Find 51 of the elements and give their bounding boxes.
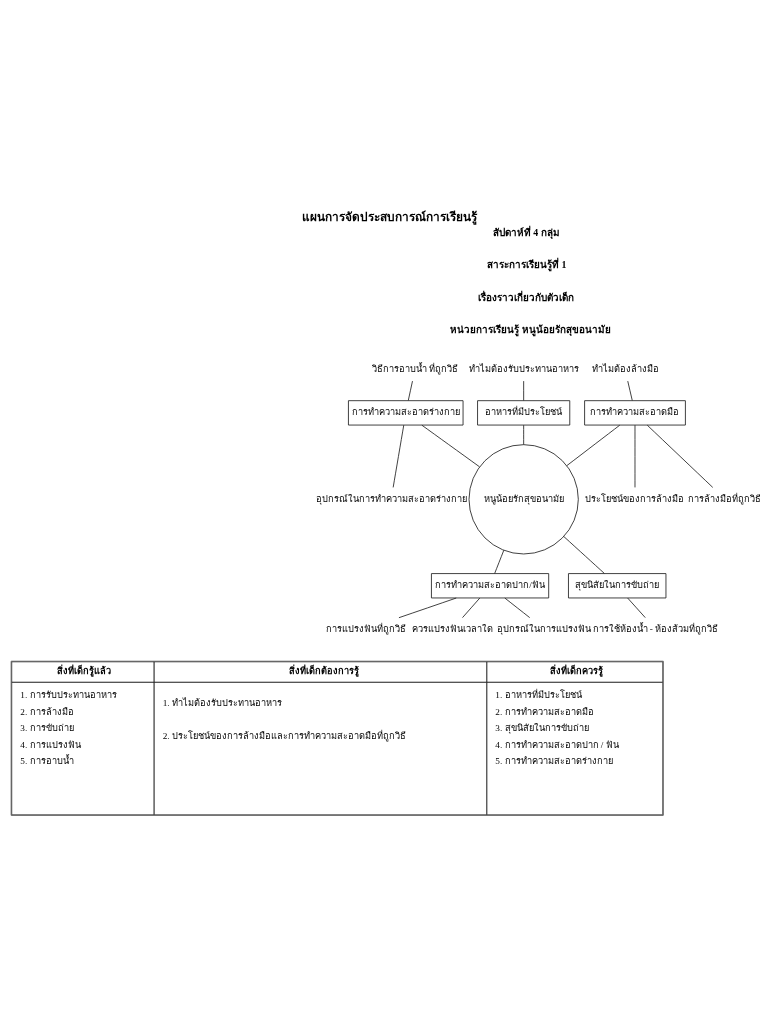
label: 1. การรับประทานอาหาร [20,689,117,700]
diagram-title: แผนการจัดประสบการณ์การเรียนรู้ [301,209,477,224]
label: หน่วยการเรียนรู้ หนูน้อยรักสุขอนามัย [450,323,611,335]
node-text: การใช้ห้องน้ำ - ห้องส้วมที่ถูกวิธี [592,623,719,634]
connector [523,380,525,401]
label: 1. อาหารที่มีประโยชน์ [495,689,582,700]
label: สิ่งที่เด็กรู้แล้ว [57,665,112,676]
connector [421,424,480,467]
node-box: การทำความสะอาดร่างกาย [348,399,464,425]
label: สิ่งที่เด็กต้องการรู้ [288,665,359,676]
connector [627,597,646,618]
node-text: ทำไมต้องล้างมือ [591,363,659,373]
label: 3. การขับถ่าย [20,722,74,733]
label: 5. การอาบน้ำ [20,755,74,766]
node-box: สุขนิสัยในการขับถ่าย [568,572,667,598]
node-text: วิธีการอาบน้ำ ที่ถูกวิธี [371,363,459,373]
connector [634,424,636,488]
label: 3. สุขนิสัยในการขับถ่าย [495,722,589,733]
node-box: การทำความสะอาดปาก/ฟัน [431,572,550,598]
label: 2. การทำความสะอาดมือ [495,706,594,717]
connector [392,424,405,488]
label: 4. การทำความสะอาดปาก / ฟัน [495,739,619,750]
label: 1. ทำไมต้องรับประทานอาหาร [162,697,282,708]
connector [563,535,605,574]
label: สิ่งที่เด็กควรรู้ [549,665,603,676]
label: สาระการเรียนรู้ที่ 1 [487,258,567,270]
connector [627,380,633,401]
node-text: ควรแปรงฟันเวลาใด [412,623,494,634]
connector [462,597,481,618]
node-text: อุปกรณ์ในการทำความสะอาดร่างกาย [315,493,467,504]
connector [646,424,714,488]
label: 5. การทำความสะอาดร่างกาย [495,755,613,766]
connector [494,549,505,574]
node-text: การแปรงฟันที่ถูกวิธี [326,623,407,634]
node-text: การล้างมือที่ถูกวิธี [688,493,762,504]
connector [566,424,621,466]
node-text: ทำไมต้องรับประทานอาหาร [468,363,579,373]
label: 2. ประโยชน์ของการล้างมือและการทำความสะอาดมือที่ถูกวิธี [162,730,406,741]
label: สัปดาห์ที่ 4 กลุ่ม [492,226,560,238]
node-box: อาหารที่มีประโยชน์ [477,399,571,425]
label: 2. การล้างมือ [20,706,74,717]
connector [407,380,413,401]
node-text: ประโยชน์ของการล้างมือ [585,493,685,504]
connector [504,597,531,618]
label: เรื่องราวเกี่ยวกับตัวเด็ก [477,291,574,303]
node-circle: หนูน้อยรักสุขอนามัย [468,443,579,554]
label: 4. การแปรงฟัน [20,739,81,750]
connector [523,424,525,445]
connector [398,597,457,618]
node-text: อุปกรณ์ในการแปรงฟัน [497,623,592,634]
node-box: การทำความสะอาดมือ [584,399,686,425]
